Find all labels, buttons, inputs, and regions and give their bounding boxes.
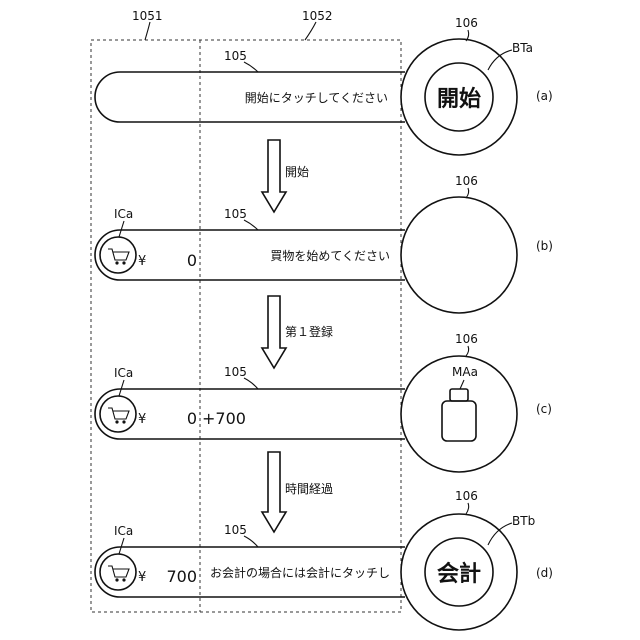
yen-symbol-d: ¥	[138, 570, 146, 585]
step-d-tag: (d)	[536, 566, 553, 580]
circle-106-label-a: 106	[455, 16, 478, 30]
step-a-tag: (a)	[536, 89, 553, 103]
arrow-c-to-d: 時間経過	[262, 452, 333, 532]
circle-106-leader-b	[466, 188, 469, 198]
step-b-tag: (b)	[536, 239, 553, 253]
message-d: お会計の場合には会計にタッチし	[210, 565, 390, 580]
step-c: 105 ICa ¥ 0 +700 106 MAa (c)	[95, 332, 552, 472]
display-105-label-a: 105	[224, 49, 247, 63]
yen-symbol-b: ¥	[138, 254, 146, 269]
down-arrow-icon	[262, 296, 286, 368]
step-a: 105 開始にタッチしてください 開始 106 BTa (a)	[95, 16, 553, 155]
step-d: 105 ICa ¥ 700 お会計の場合には会計にタッチし 会計 106 BTb…	[95, 489, 553, 630]
down-arrow-icon	[262, 140, 286, 212]
button-btb-label: BTb	[512, 514, 535, 528]
message-a: 開始にタッチしてください	[245, 91, 388, 105]
cart-badge-b	[100, 237, 136, 273]
region-1051-label: 1051	[132, 9, 163, 23]
icon-ica-leader-d	[119, 538, 124, 554]
down-arrow-icon	[262, 452, 286, 532]
step-c-tag: (c)	[536, 402, 552, 416]
circle-106-b	[401, 197, 517, 313]
cart-icon	[108, 408, 129, 424]
icon-ica-label-c: ICa	[114, 366, 133, 380]
cart-badge-c	[100, 396, 136, 432]
circle-106-label-c: 106	[455, 332, 478, 346]
region-1052-label: 1052	[302, 9, 333, 23]
arrow-a-to-b: 開始	[262, 140, 309, 212]
total-amount-b: 0	[187, 251, 197, 270]
button-bta-label: BTa	[512, 41, 533, 55]
icon-ica-label-d: ICa	[114, 524, 133, 538]
start-button-label: 開始	[437, 86, 481, 112]
display-105-leader-a	[244, 62, 258, 72]
circle-106-leader-c	[466, 346, 469, 356]
step-b: 105 ICa ¥ 0 買物を始めてください 106 (b)	[95, 174, 553, 313]
transition-c-to-d-label: 時間経過	[285, 482, 333, 496]
display-105-label-c: 105	[224, 365, 247, 379]
icon-ica-leader-b	[119, 221, 124, 237]
region-1052-leader	[305, 22, 316, 40]
display-105-leader-c	[244, 378, 258, 389]
cart-icon	[108, 566, 129, 582]
display-105-label-d: 105	[224, 523, 247, 537]
icon-ica-leader-c	[119, 380, 124, 396]
display-105-leader-b	[244, 220, 258, 230]
circle-106-label-b: 106	[455, 174, 478, 188]
cart-icon	[108, 249, 129, 265]
display-105-leader-d	[244, 536, 258, 547]
icon-ica-label-b: ICa	[114, 207, 133, 221]
region-1051-leader	[145, 22, 150, 40]
display-105-label-b: 105	[224, 207, 247, 221]
transition-a-to-b-label: 開始	[285, 165, 309, 179]
yen-symbol-c: ¥	[138, 412, 146, 427]
checkout-button-label: 会計	[437, 561, 481, 587]
total-amount-c: 0	[187, 409, 197, 428]
total-amount-d: 700	[166, 567, 197, 586]
image-maa-label: MAa	[452, 365, 478, 379]
cart-badge-d	[100, 554, 136, 590]
transition-b-to-c-label: 第１登録	[285, 324, 333, 339]
message-b: 買物を始めてください	[270, 249, 390, 263]
arrow-b-to-c: 第１登録	[262, 296, 333, 368]
circle-106-leader-d	[466, 503, 469, 514]
circle-106-label-d: 106	[455, 489, 478, 503]
added-amount-c: +700	[202, 409, 246, 428]
